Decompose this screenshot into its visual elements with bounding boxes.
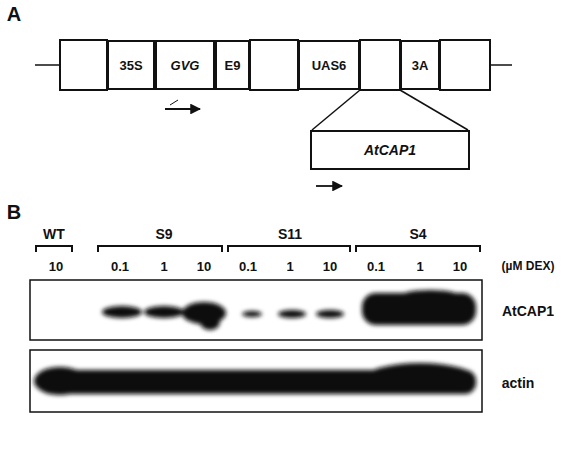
line-name: S11 xyxy=(278,226,302,242)
insert-box: AtCAP1 xyxy=(310,130,470,170)
panel-letter: B xyxy=(7,201,21,224)
construct-segment: UAS6 xyxy=(298,40,360,90)
actin-bands xyxy=(34,363,476,395)
expansion-line xyxy=(400,90,468,130)
construct-segment: 35S xyxy=(107,40,155,90)
segment-label: E9 xyxy=(225,58,241,73)
dose-value: 1 xyxy=(286,259,293,274)
construct-segment: GVG xyxy=(155,40,215,90)
blot-label: AtCAP1 xyxy=(502,303,554,319)
primer-arrow xyxy=(165,108,200,110)
panel-letter: A xyxy=(7,3,21,26)
construct-segment: 3A xyxy=(400,40,440,90)
dose-value: 0.1 xyxy=(239,259,257,274)
dose-value: 10 xyxy=(323,259,337,274)
segment-label: AtCAP1 xyxy=(364,142,416,158)
line-name: S4 xyxy=(409,226,426,242)
line-name: S9 xyxy=(155,226,172,242)
dose-value: 10 xyxy=(453,259,467,274)
segment-label: UAS6 xyxy=(312,58,347,73)
dose-value: 0.1 xyxy=(111,259,129,274)
segment-label: 35S xyxy=(119,58,142,73)
blot-frame xyxy=(30,280,482,340)
protein-bands xyxy=(102,290,476,330)
dose-value: 10 xyxy=(197,259,211,274)
blot-label: actin xyxy=(502,375,535,391)
empty-segments xyxy=(60,40,490,90)
dose-value: 10 xyxy=(49,259,63,274)
dose-value: 1 xyxy=(160,259,167,274)
dose-value: 0.1 xyxy=(367,259,385,274)
construct-segment: E9 xyxy=(215,40,250,90)
dose-value: 1 xyxy=(416,259,423,274)
line-name: WT xyxy=(43,226,65,242)
primer-mark xyxy=(170,100,178,105)
segment-label: 3A xyxy=(412,58,429,73)
group-brackets xyxy=(36,246,480,252)
segment-label: GVG xyxy=(171,58,200,73)
dose-unit: (µM DEX) xyxy=(502,259,555,273)
blot-frame xyxy=(30,350,482,412)
primer-arrow xyxy=(316,185,342,187)
expansion-line xyxy=(312,90,360,130)
